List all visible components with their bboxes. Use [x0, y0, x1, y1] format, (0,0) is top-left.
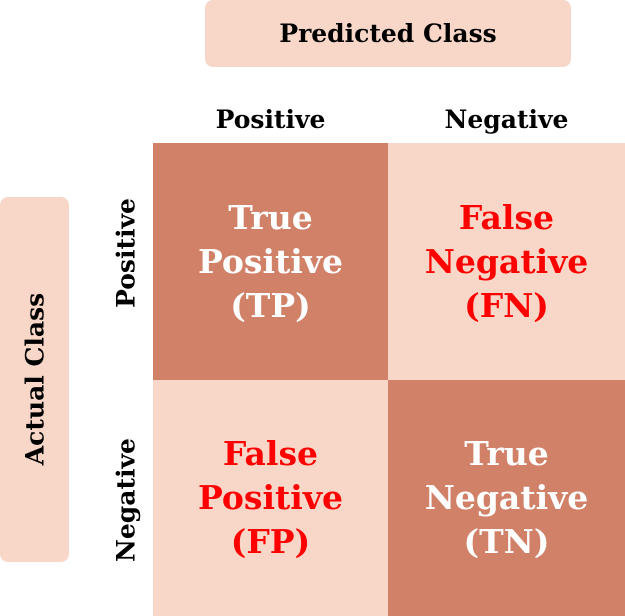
predicted-class-box [205, 0, 571, 67]
true-negative-line-3: (TN) [463, 522, 550, 561]
column-label-negative: Negative [444, 104, 569, 134]
true-negative-label: True Negative (TN) [425, 432, 589, 564]
false-positive-line-3: (FP) [230, 522, 311, 561]
column-label-positive: Positive [215, 104, 326, 134]
true-negative-line-1: True [464, 434, 549, 473]
row-label-negative: Negative [111, 438, 141, 562]
true-positive-line-3: (TP) [230, 285, 311, 325]
false-negative-line-1: False [458, 197, 555, 237]
cell-true-negative: True Negative (TN) [388, 380, 625, 616]
false-positive-label: False Positive (FP) [198, 432, 343, 564]
false-negative-line-2: Negative [424, 241, 589, 281]
cell-false-negative: False Negative (FN) [388, 143, 625, 380]
row-label-positive: Positive [111, 198, 141, 308]
cell-true-positive: True Positive (TP) [153, 143, 388, 380]
false-negative-label: False Negative (FN) [425, 196, 589, 328]
false-negative-line-3: (FN) [464, 285, 549, 325]
true-negative-line-2: Negative [424, 478, 589, 517]
predicted-class-label: Predicted Class [279, 19, 497, 48]
true-positive-line-2: Positive [197, 241, 343, 281]
cell-false-positive: False Positive (FP) [153, 380, 388, 616]
actual-class-box [0, 197, 69, 562]
false-positive-line-2: Positive [197, 478, 343, 517]
true-positive-label: True Positive (TP) [198, 196, 343, 328]
actual-class-label: Actual Class [20, 292, 50, 466]
false-positive-line-1: False [222, 434, 319, 473]
true-positive-line-1: True [228, 197, 313, 237]
